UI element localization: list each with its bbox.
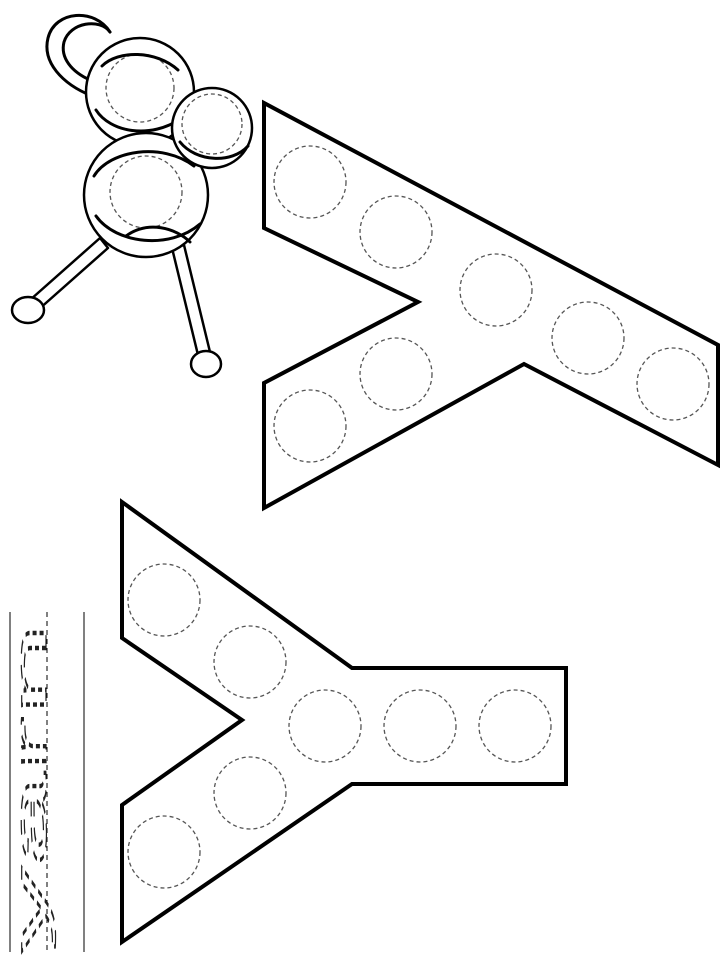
dot-marker[interactable] bbox=[127, 563, 201, 637]
dot-marker[interactable] bbox=[459, 253, 533, 327]
yarn-illustration bbox=[10, 14, 254, 379]
lowercase-letter-y bbox=[120, 498, 568, 946]
yarn-strand-icon bbox=[61, 22, 112, 82]
dot-marker[interactable] bbox=[359, 195, 433, 269]
dot-marker[interactable] bbox=[551, 301, 625, 375]
dot-marker[interactable] bbox=[636, 347, 710, 421]
knitting-needle-icon bbox=[170, 243, 223, 379]
dot-marker[interactable] bbox=[478, 689, 552, 763]
dot-marker[interactable] bbox=[213, 756, 287, 830]
knitting-needle-icon bbox=[10, 236, 110, 325]
dot-marker[interactable] bbox=[273, 145, 347, 219]
yarn-ball-icon bbox=[82, 131, 210, 259]
dot-marker[interactable] bbox=[213, 625, 287, 699]
dot-marker[interactable] bbox=[127, 815, 201, 889]
dot-marker[interactable] bbox=[273, 389, 347, 463]
uppercase-letter-y bbox=[262, 99, 720, 512]
handwriting-guide: yarn bbox=[3, 612, 85, 953]
dot-marker[interactable] bbox=[288, 689, 362, 763]
yarn-strand-icon bbox=[45, 14, 112, 98]
yarn-ball-icon bbox=[170, 86, 254, 170]
dot-marker[interactable] bbox=[383, 689, 457, 763]
dot-marker[interactable] bbox=[359, 337, 433, 411]
yarn-ball-icon bbox=[84, 36, 196, 148]
trace-word[interactable]: yarn bbox=[3, 621, 56, 952]
